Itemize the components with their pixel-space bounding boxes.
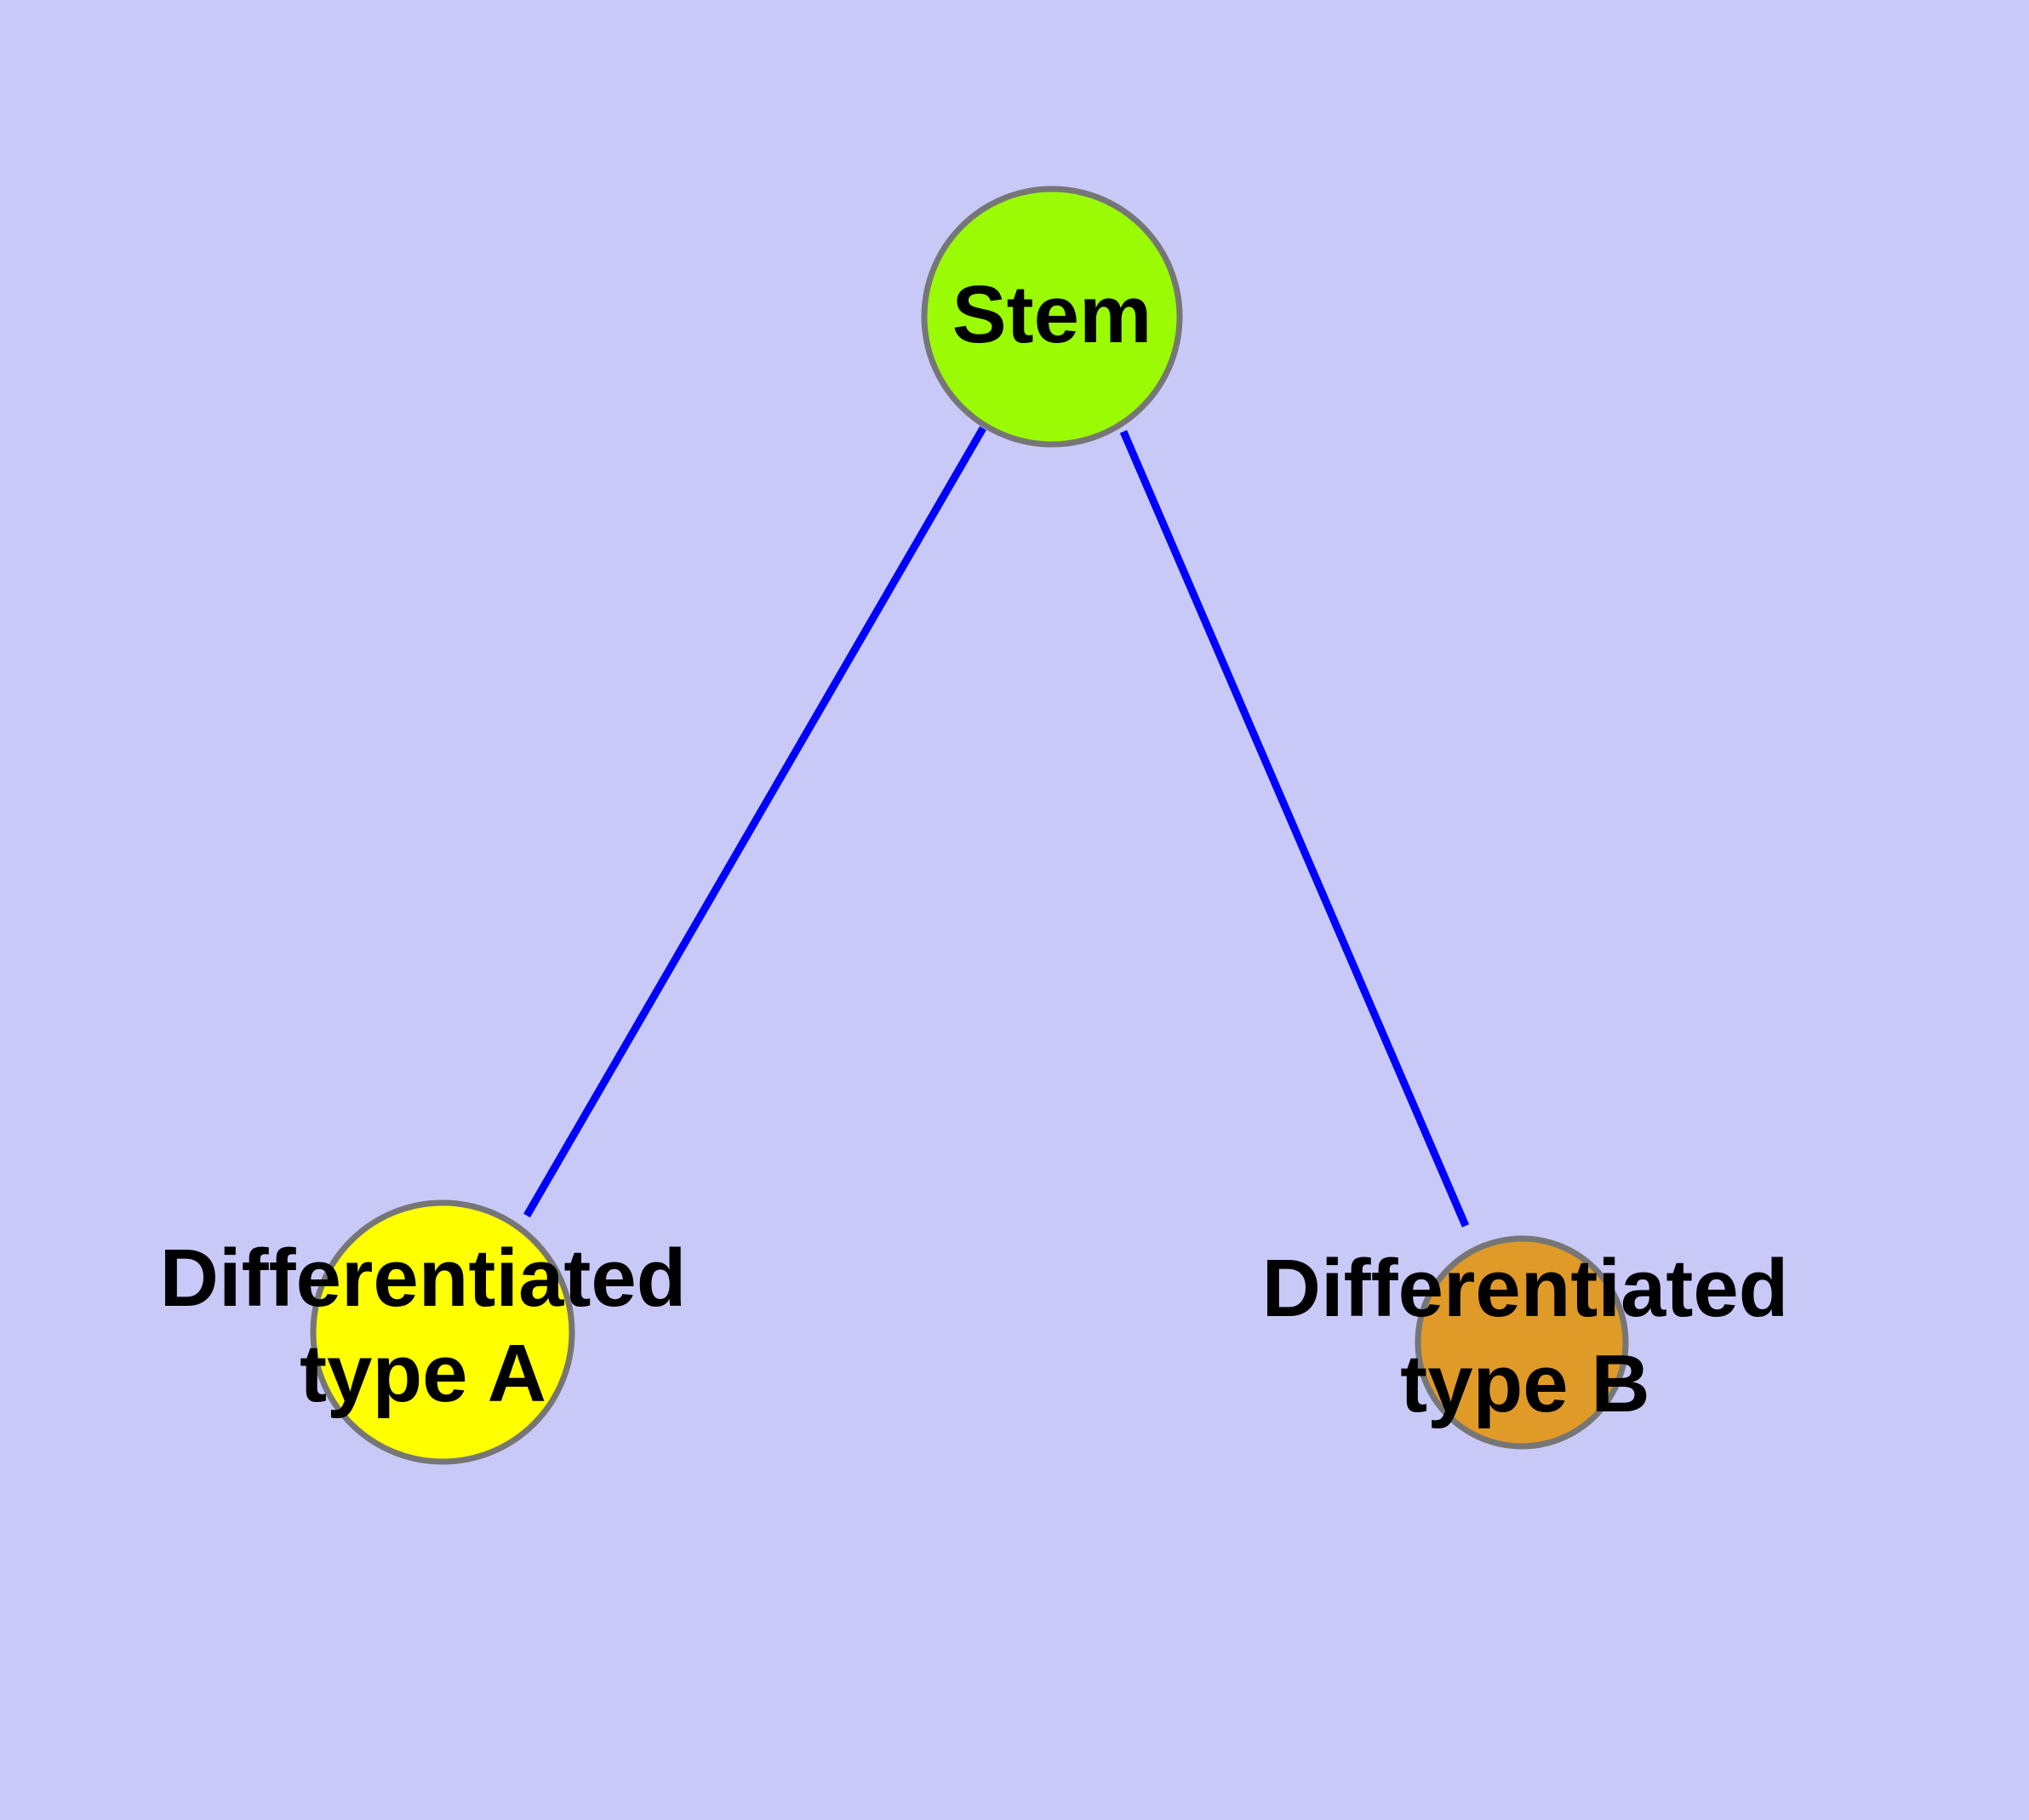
- node-label-line: type B: [1400, 1338, 1649, 1429]
- node-differentiated-type-b[interactable]: [1415, 1235, 1629, 1450]
- node-layer: [310, 186, 1629, 1465]
- node-label-line: Differentiated: [160, 1233, 687, 1324]
- edge-stem-to-differentiated-type-a[interactable]: [523, 426, 986, 1218]
- edge-layer: [523, 426, 1470, 1228]
- node-label-line: Differentiated: [1262, 1243, 1789, 1334]
- node-label-line: type A: [300, 1328, 546, 1419]
- edge-stem-to-differentiated-type-b[interactable]: [1119, 430, 1470, 1228]
- node-label-stem: Stem: [952, 269, 1152, 360]
- node-stem[interactable]: [921, 186, 1183, 448]
- node-label-line: Stem: [952, 269, 1152, 360]
- node-differentiated-type-a[interactable]: [310, 1199, 575, 1465]
